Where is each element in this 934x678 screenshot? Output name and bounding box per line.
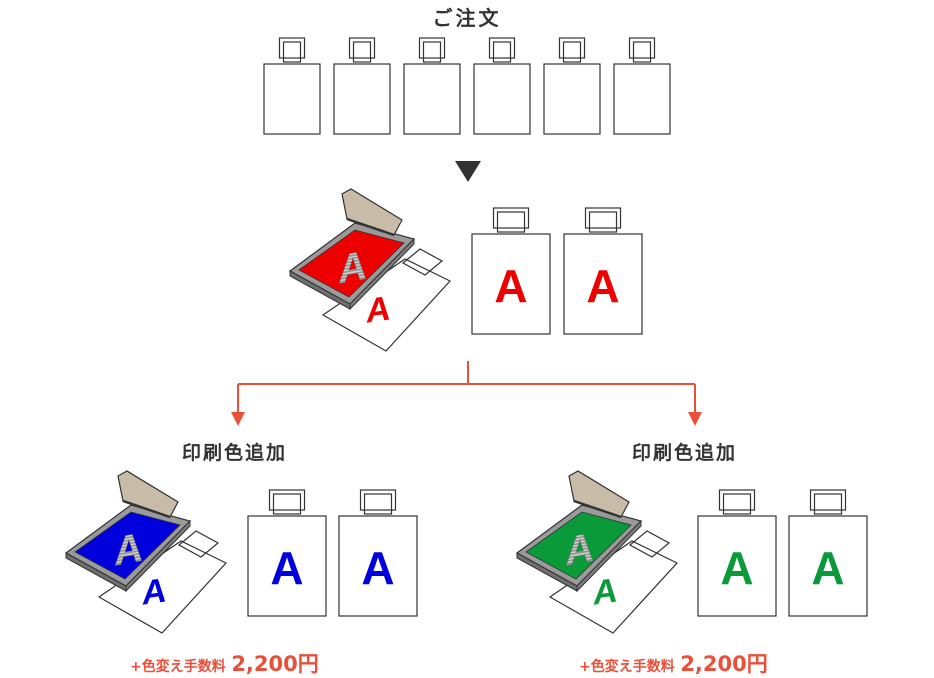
bag-print-letter: A bbox=[362, 289, 393, 330]
bag-print-letter: A bbox=[720, 542, 753, 594]
tote-bag-icon: A bbox=[338, 489, 418, 617]
tote-bag-icon bbox=[403, 37, 461, 135]
bag-print-letter: A bbox=[494, 260, 527, 312]
fee-amount-right: 2,200円 bbox=[680, 652, 768, 676]
tote-bag-icon bbox=[333, 37, 391, 135]
bag-print-letter: A bbox=[361, 542, 394, 594]
fee-left: +色変え手数料 2,200円 bbox=[130, 648, 319, 678]
tote-bag-icon: A bbox=[247, 489, 327, 617]
fee-amount-left: 2,200円 bbox=[231, 652, 319, 676]
variant-heading-right: 印刷色追加 bbox=[632, 442, 738, 464]
bag-print-letter: A bbox=[811, 542, 844, 594]
tote-bag-icon bbox=[473, 37, 531, 135]
bag-print-letter: A bbox=[270, 542, 303, 594]
tote-bag-icon: A bbox=[471, 207, 551, 335]
variant-heading-left: 印刷色追加 bbox=[182, 442, 288, 464]
down-triangle-icon bbox=[455, 161, 481, 182]
tote-bag-icon bbox=[263, 37, 321, 135]
order-label: ご注文 bbox=[432, 6, 502, 30]
tote-bag-icon: A bbox=[788, 489, 868, 617]
screen-print-frame-icon-right: AA bbox=[515, 470, 678, 634]
tote-bag-icon: A bbox=[697, 489, 777, 617]
tote-bag-icon bbox=[613, 37, 671, 135]
branch-connector bbox=[231, 361, 702, 426]
tote-bag-icon bbox=[543, 37, 601, 135]
screen-print-frame-icon-left: AA bbox=[64, 470, 227, 634]
arrow-down-icon bbox=[688, 412, 702, 426]
screen-print-frame-icon: AA bbox=[288, 188, 451, 352]
fee-prefix-right: +色変え手数料 bbox=[579, 659, 675, 675]
fee-right: +色変え手数料 2,200円 bbox=[579, 648, 768, 678]
bag-print-letter: A bbox=[138, 571, 169, 612]
tote-bag-icon: A bbox=[563, 207, 643, 335]
bag-print-letter: A bbox=[586, 260, 619, 312]
arrow-down-icon bbox=[231, 412, 245, 426]
bag-print-letter: A bbox=[589, 571, 620, 612]
fee-prefix-left: +色変え手数料 bbox=[130, 659, 226, 675]
